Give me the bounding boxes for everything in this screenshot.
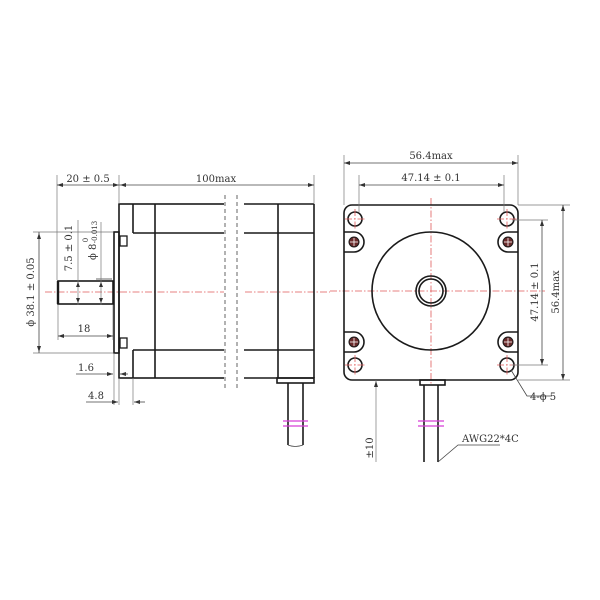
side-view: 20 ± 0.5 100max 7.5 ± 0.1 ϕ 8 0 -0.013 ϕ… <box>26 174 330 447</box>
dim-body-length: 100max <box>196 174 237 185</box>
shaft-outer <box>415 275 447 307</box>
dim-hole-spacing-h: 47.14 ± 0.1 <box>401 173 460 184</box>
dim-mount-holes: 4-ϕ 5 <box>530 392 556 403</box>
dim-shaft-tol-upper: 0 <box>82 238 90 242</box>
dim-shaft-diameter: ϕ 8 <box>88 244 99 260</box>
pilot-boss <box>113 231 120 354</box>
dim-pilot-height: 1.6 <box>78 363 94 374</box>
front-cable-gland <box>419 379 446 386</box>
dim-overall-width: 56.4max <box>409 151 453 162</box>
dim-pilot-diameter: ϕ 38.1 ± 0.05 <box>26 257 37 326</box>
cable-spec: AWG22*4C <box>461 434 519 445</box>
dim-overall-height: 56.4max <box>551 270 562 314</box>
shaft <box>57 280 114 305</box>
dim-flat-depth: 7.5 ± 0.1 <box>64 225 75 272</box>
screw-bl <box>344 331 365 353</box>
screw-tr <box>497 231 518 253</box>
mount-hole-bl <box>345 355 365 375</box>
screw-tl <box>344 231 365 253</box>
cable-gland <box>276 377 315 384</box>
dim-shaft-tol-lower: -0.013 <box>91 221 99 243</box>
mount-hole-tr <box>497 209 517 229</box>
dim-lead-length: ±10 <box>365 437 376 458</box>
dim-flange-thickness: 4.8 <box>88 391 104 402</box>
body-left-segment <box>118 203 237 379</box>
mount-hole-tl <box>345 209 365 229</box>
dim-flat-length: 18 <box>78 324 91 335</box>
screw-br <box>497 331 518 353</box>
boss-circle <box>371 231 491 351</box>
shaft-inner <box>418 278 444 304</box>
front-view: 56.4max 47.14 ± 0.1 47.14 ± 0.1 56.4max … <box>330 151 570 463</box>
dim-hole-spacing-v: 47.14 ± 0.1 <box>530 262 541 321</box>
dim-shaft-length: 20 ± 0.5 <box>66 174 109 185</box>
